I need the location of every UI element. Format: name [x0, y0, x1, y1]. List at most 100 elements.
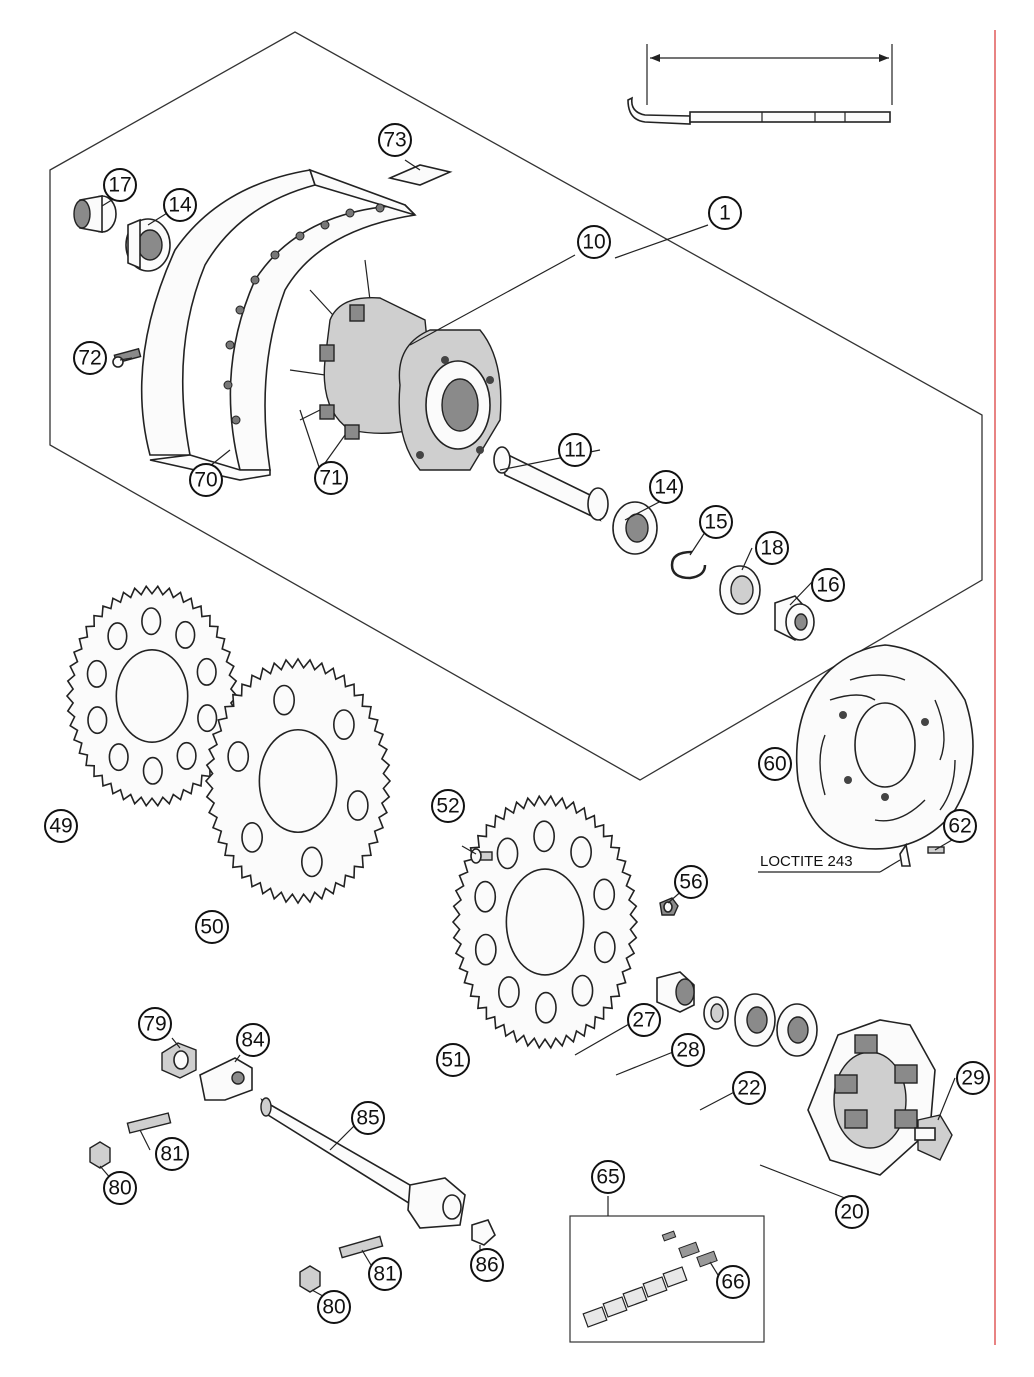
- sprocket-cutout: [570, 836, 593, 868]
- callout-circle: [470, 1248, 504, 1282]
- callout-29: 29: [956, 1061, 990, 1095]
- callout-circle: [558, 433, 592, 467]
- wheel-assembly-frame: [49, 31, 983, 781]
- sprocket-49t: [65, 584, 239, 808]
- callout-circle: [378, 123, 412, 157]
- sprocket-cutout: [227, 741, 250, 772]
- callout-circle: [317, 1290, 351, 1324]
- callout-number: 79: [143, 1013, 166, 1036]
- axle-nut: [161, 1042, 197, 1079]
- part-callouts: 1101114141516171820222728294950515256606…: [44, 123, 990, 1324]
- sprocket-51t: [451, 794, 639, 1050]
- callout-18: 18: [755, 531, 789, 565]
- leader-line: [299, 409, 321, 471]
- brake-disc: [795, 644, 974, 850]
- sprocket-cutout: [86, 659, 107, 688]
- lock-nut-lower: [299, 1265, 321, 1293]
- sprocket-nut: [659, 897, 679, 916]
- axle-cap: [471, 1219, 496, 1246]
- callout-number: 1: [719, 202, 731, 225]
- callout-number: 51: [441, 1049, 464, 1072]
- sprocket-cutout: [107, 622, 128, 651]
- callout-65: 65: [591, 1160, 625, 1194]
- callout-circle: [649, 470, 683, 504]
- callout-circle: [368, 1257, 402, 1291]
- callout-number: 81: [160, 1143, 183, 1166]
- bearing-right: [612, 501, 658, 555]
- callout-number: 17: [108, 174, 131, 197]
- axle-spacer-tube: [493, 446, 609, 522]
- sprocket-bore: [258, 728, 338, 834]
- callout-70: 70: [189, 463, 223, 497]
- callout-number: 70: [194, 469, 217, 492]
- callout-79: 79: [138, 1007, 172, 1041]
- sprocket-cutout: [497, 976, 520, 1008]
- leader-line: [615, 1049, 679, 1076]
- callout-number: 66: [721, 1271, 744, 1294]
- callout-circle: [956, 1061, 990, 1095]
- callout-50: 50: [195, 910, 229, 944]
- callout-number: 50: [200, 916, 223, 939]
- callout-20: 20: [835, 1195, 869, 1229]
- carrier-collar: [703, 996, 729, 1030]
- callout-number: 10: [582, 231, 605, 254]
- leader-line: [461, 845, 477, 855]
- callout-circle: [236, 1023, 270, 1057]
- rim-sticker: [387, 164, 453, 186]
- callout-number: 27: [632, 1009, 655, 1032]
- callout-circle: [431, 789, 465, 823]
- rear-axle: [260, 1097, 466, 1229]
- loctite-note: LOCTITE 243: [758, 853, 901, 873]
- callout-circle: [835, 1195, 869, 1229]
- carrier-bearing: [734, 993, 818, 1057]
- callout-80: 80: [103, 1171, 137, 1205]
- leader-line: [741, 547, 753, 571]
- sprocket-cutout: [142, 756, 163, 785]
- callout-number: 28: [676, 1039, 699, 1062]
- sprocket-cutout: [108, 743, 129, 772]
- callout-number: 80: [322, 1296, 345, 1319]
- sprocket-cutout: [533, 820, 556, 853]
- callout-60: 60: [758, 747, 792, 781]
- callout-circle: [138, 1007, 172, 1041]
- sprocket-carrier-spacer: [656, 971, 695, 1013]
- rear-hub: [289, 259, 502, 471]
- callout-14: 14: [649, 470, 683, 504]
- leader-line: [119, 357, 133, 361]
- sprocket-cutout: [332, 709, 355, 741]
- callout-number: 56: [679, 871, 702, 894]
- callout-circle: [943, 809, 977, 843]
- leader-line: [404, 159, 421, 171]
- sprocket-cutout: [196, 657, 217, 686]
- callout-22: 22: [732, 1071, 766, 1105]
- callout-circle: [103, 1171, 137, 1205]
- leader-line: [409, 254, 576, 346]
- callout-number: 80: [108, 1177, 131, 1200]
- callout-number: 60: [763, 753, 786, 776]
- callout-circle: [155, 1137, 189, 1171]
- callout-circle: [351, 1101, 385, 1135]
- sprocket-cutout: [571, 974, 594, 1007]
- callout-number: 18: [760, 537, 783, 560]
- callout-number: 49: [49, 815, 72, 838]
- callout-number: 16: [816, 574, 839, 597]
- callout-number: 14: [654, 476, 678, 499]
- callout-number: 20: [840, 1201, 863, 1224]
- callout-circle: [716, 1265, 750, 1299]
- callout-86: 86: [470, 1248, 504, 1282]
- lock-nut-upper: [89, 1141, 111, 1169]
- cush-drive-rubber: [914, 1114, 953, 1161]
- callout-16: 16: [811, 568, 845, 602]
- sprocket-cutout: [535, 991, 557, 1024]
- callout-66: 66: [716, 1265, 750, 1299]
- callout-number: 84: [241, 1029, 265, 1052]
- callout-11: 11: [558, 433, 592, 467]
- sprocket-cutout: [593, 878, 616, 911]
- callout-52: 52: [431, 789, 465, 823]
- leader-line: [614, 224, 709, 259]
- callout-17: 17: [103, 168, 137, 202]
- callout-circle: [708, 196, 742, 230]
- sprocket-cutout: [593, 931, 616, 964]
- callout-15: 15: [699, 505, 733, 539]
